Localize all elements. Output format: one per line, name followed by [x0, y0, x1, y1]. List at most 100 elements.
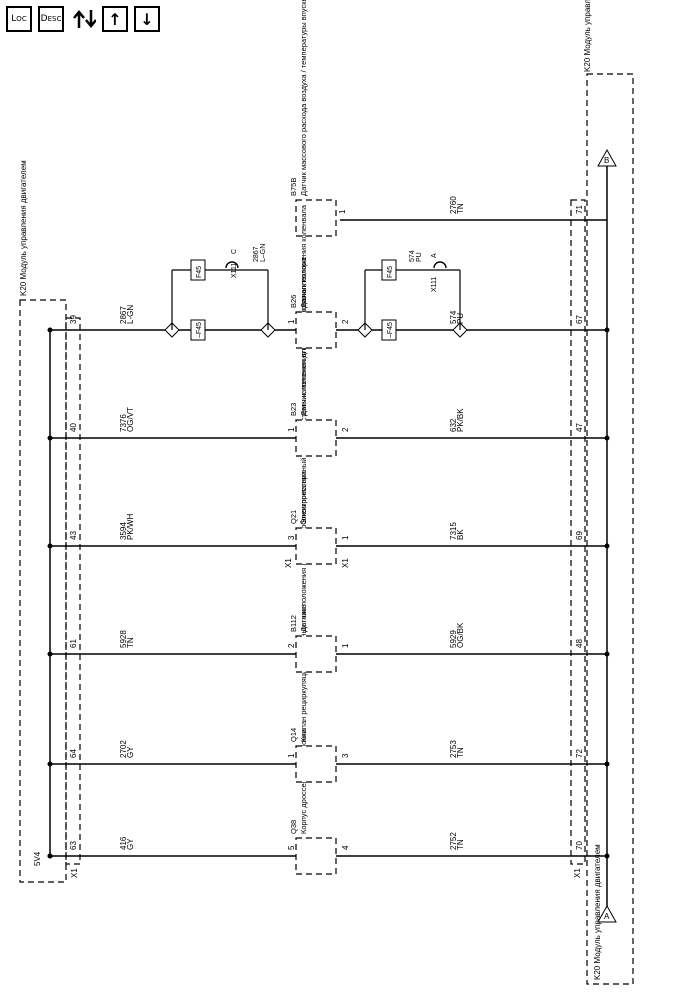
page-down-button[interactable]: ↓	[134, 6, 160, 32]
left-junction-dot	[47, 761, 53, 767]
right-filter-box	[381, 259, 397, 281]
right-junction-dot	[604, 651, 610, 657]
component-description: Датчик положения кулачкового вала	[299, 289, 308, 416]
description-sub-s: S	[52, 15, 57, 23]
left-splice-wire: 2867	[253, 246, 260, 262]
arrow-b-icon	[597, 148, 617, 167]
left-module-box	[19, 299, 67, 883]
left-wire-color: GY	[126, 746, 135, 758]
component-id: Q38	[289, 820, 298, 834]
component-connector-right: X1	[341, 558, 350, 568]
component-pin-left: 1	[287, 427, 296, 432]
right-pin-number: 67	[575, 315, 584, 324]
left-filter-label: F45	[196, 266, 203, 278]
arrow-a-label: A	[604, 912, 610, 921]
left-wire-color: TN	[126, 637, 135, 648]
left-splice: F45 X111 C 2867 L–GN –F45	[171, 244, 269, 341]
down-arrow-icon: ↓	[140, 9, 154, 29]
left-pin-number: 61	[69, 639, 78, 648]
right-junction-dot	[604, 853, 610, 859]
component-id: Q21	[289, 510, 298, 524]
maf-comp-desc: Датчик массового расхода воздуха / темпе…	[299, 0, 308, 196]
inline-connector-icon	[225, 261, 239, 269]
left-pin-number: 64	[69, 749, 78, 758]
right-inline-filter-box	[381, 319, 397, 341]
component-id: B23	[289, 403, 298, 416]
description-sub-e: E	[47, 15, 53, 23]
description-button[interactable]: D E S C	[38, 6, 64, 32]
left-pin-number: 39	[69, 315, 78, 324]
left-connector-box	[65, 317, 81, 865]
right-wire-number: 2752	[449, 832, 458, 850]
left-junction-dot	[47, 435, 53, 441]
right-splice-pin: A	[431, 253, 438, 258]
right-wire-number: 5929	[449, 630, 458, 648]
right-splice: F45 X111 A 574 PU –F45	[364, 250, 461, 341]
left-wire-number: 5928	[119, 630, 128, 648]
maf-row: B75B Датчик массового расхода воздуха / …	[289, 0, 607, 237]
up-arrow-icon: ↑	[108, 9, 122, 29]
left-junction-dot	[47, 543, 53, 549]
location-button[interactable]: L O C	[6, 6, 32, 32]
component-description: Датчик положения коленвала	[299, 204, 308, 308]
maf-pin: 1	[338, 209, 347, 214]
right-wire-color: TN	[456, 839, 465, 850]
component-pin-left: 1	[287, 319, 296, 324]
right-connector-label: X1	[573, 868, 582, 878]
left-pin-number: 40	[69, 423, 78, 432]
component-box	[295, 837, 337, 875]
component-description: Клапан рециркуляции выхлопных газов	[299, 604, 308, 742]
right-module-box	[586, 73, 634, 985]
wiring-tools-button[interactable]	[70, 6, 96, 32]
left-connector-label: X1	[70, 868, 79, 878]
right-pin-number: 69	[575, 531, 584, 540]
location-sub-c: C	[21, 15, 27, 23]
component-pin-left: 2	[287, 643, 296, 648]
arrow-a-icon	[597, 904, 617, 923]
left-wire-number: 2867	[119, 306, 128, 324]
right-connector-box	[570, 199, 586, 865]
left-junction-dot	[47, 853, 53, 859]
left-filter-box	[190, 259, 206, 281]
left-wire-number: 7376	[119, 414, 128, 432]
right-wire-color: TN	[456, 747, 465, 758]
component-box	[295, 527, 337, 565]
left-pin-number: 63	[69, 841, 78, 850]
component-pin-right: 3	[341, 753, 350, 758]
component-connector-left: X1	[284, 558, 293, 568]
right-inline-filter-label: –F45	[387, 322, 394, 338]
component-id: B26	[289, 295, 298, 308]
toolbar: L O C D E S C ↑ ↓	[6, 6, 160, 34]
left-wire-number: 3594	[119, 522, 128, 540]
left-wire-number: 416	[119, 836, 128, 850]
maf-comp-id: B75B	[289, 178, 298, 196]
left-module-name: K20 Модуль управления двигателем	[19, 160, 28, 296]
maf-wire-number: 2760	[449, 196, 458, 214]
component-pin-left: 1	[287, 753, 296, 758]
left-splice-conn: X111	[231, 263, 238, 278]
component-pin-left: 5	[287, 845, 296, 850]
left-splice-pin: C	[231, 249, 238, 254]
right-wire-number: 7315	[449, 522, 458, 540]
right-wire-number: 632	[449, 418, 458, 432]
maf-sensor-box	[295, 199, 337, 237]
left-wire-number: 2702	[119, 740, 128, 758]
inline-connector-icon	[433, 261, 447, 269]
right-junction-dot	[604, 435, 610, 441]
right-junction-dot	[604, 761, 610, 767]
right-junction-dot	[604, 327, 610, 333]
component-pin-right: 2	[341, 319, 350, 324]
description-sub-c: C	[56, 15, 62, 23]
right-splice-color: PU	[416, 252, 423, 262]
left-junction-dot	[47, 651, 53, 657]
component-description: Электромагнитный клапан системы изменени…	[299, 257, 308, 524]
circuit-rows: 63416GY54Q38Корпус дроссельной заслонки2…	[47, 204, 610, 875]
component-box	[295, 745, 337, 783]
right-filter-label: F45	[387, 266, 394, 278]
left-wire-color: OG/VT	[126, 407, 135, 432]
left-inline-filter-box	[190, 319, 206, 341]
right-wire-color: BK	[456, 529, 465, 540]
page-up-button[interactable]: ↑	[102, 6, 128, 32]
right-module-top-name: K20 Модуль управления двигателем	[583, 0, 592, 72]
maf-right-pin: 71	[575, 205, 584, 214]
